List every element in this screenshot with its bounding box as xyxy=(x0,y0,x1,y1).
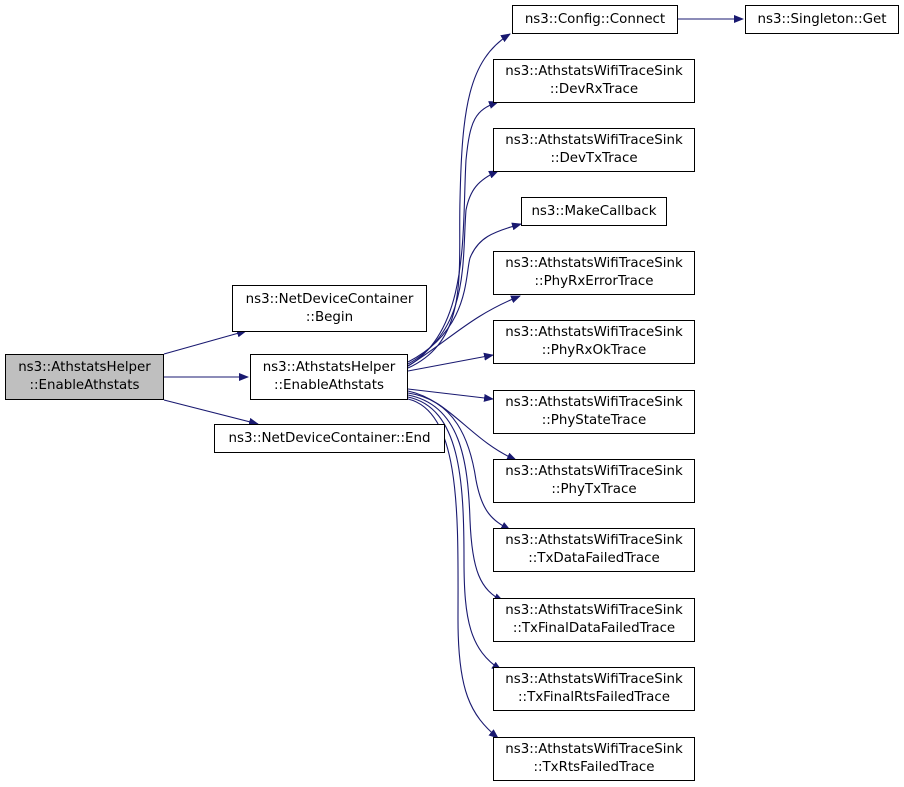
node-label-line2: ::DevRxTrace xyxy=(549,82,639,97)
edge-mid-to-phy-state-trace xyxy=(407,388,494,402)
edge-mid-to-phy-rx-ok-trace xyxy=(407,352,494,372)
node-label-line1: ns3::AthstatsHelper xyxy=(18,360,151,375)
node-config-connect[interactable]: ns3::Config::Connect xyxy=(512,5,678,34)
node-label-line2: ::DevTxTrace xyxy=(550,151,638,166)
node-tx-final-rts-failed-trace[interactable]: ns3::AthstatsWifiTraceSink ::TxFinalRtsF… xyxy=(493,667,695,711)
edge-mid-to-phy-tx-trace xyxy=(407,390,517,461)
node-label-line1: ns3::AthstatsWifiTraceSink xyxy=(505,325,683,340)
node-label-line1: ns3::AthstatsWifiTraceSink xyxy=(505,464,683,479)
node-dev-rx-trace[interactable]: ns3::AthstatsWifiTraceSink ::DevRxTrace xyxy=(493,59,695,103)
node-netdevice-container-begin[interactable]: ns3::NetDeviceContainer ::Begin xyxy=(232,285,427,332)
edge-mid-to-phy-rx-error-trace xyxy=(407,295,521,367)
node-phy-state-trace[interactable]: ns3::AthstatsWifiTraceSink ::PhyStateTra… xyxy=(493,390,695,434)
node-make-callback[interactable]: ns3::MakeCallback xyxy=(521,197,667,226)
edge-mid-to-dev-tx-trace xyxy=(407,170,499,365)
node-label-line1: ns3::AthstatsWifiTraceSink xyxy=(505,64,683,79)
node-label-line1: ns3::AthstatsWifiTraceSink xyxy=(505,742,683,757)
node-label-line1: ns3::AthstatsWifiTraceSink xyxy=(505,256,683,271)
edge-mid-to-config-connect xyxy=(407,33,511,369)
edge-mid-to-tx-data-failed-trace xyxy=(407,392,511,531)
edge-root-to-begin xyxy=(163,329,247,355)
edge-mid-to-tx-final-data-failed-trace xyxy=(407,394,504,602)
node-label-line2: ::TxRtsFailedTrace xyxy=(533,760,655,775)
node-athstats-helper-enable-athstats-root[interactable]: ns3::AthstatsHelper ::EnableAthstats xyxy=(5,354,164,400)
edge-root-to-end xyxy=(163,399,259,426)
node-label-line1: ns3::AthstatsHelper xyxy=(262,360,396,375)
node-tx-final-data-failed-trace[interactable]: ns3::AthstatsWifiTraceSink ::TxFinalData… xyxy=(493,598,695,642)
node-singleton-get[interactable]: ns3::Singleton::Get xyxy=(745,5,899,34)
node-dev-tx-trace[interactable]: ns3::AthstatsWifiTraceSink ::DevTxTrace xyxy=(493,128,695,172)
node-label-line2: ::TxFinalDataFailedTrace xyxy=(512,621,676,636)
node-label-line1: ns3::AthstatsWifiTraceSink xyxy=(505,133,683,148)
node-label-line2: ::Begin xyxy=(305,309,354,325)
node-label-line1: ns3::NetDeviceContainer xyxy=(245,291,414,307)
edge-mid-to-make-callback xyxy=(407,222,522,363)
node-athstats-helper-enable-athstats[interactable]: ns3::AthstatsHelper ::EnableAthstats xyxy=(250,354,408,400)
node-phy-tx-trace[interactable]: ns3::AthstatsWifiTraceSink ::PhyTxTrace xyxy=(493,459,695,503)
node-label-line1: ns3::MakeCallback xyxy=(531,203,657,219)
node-label-line1: ns3::NetDeviceContainer::End xyxy=(228,430,431,446)
node-label-line2: ::EnableAthstats xyxy=(274,378,384,393)
node-tx-data-failed-trace[interactable]: ns3::AthstatsWifiTraceSink ::TxDataFaile… xyxy=(493,528,695,572)
node-label-line1: ns3::AthstatsWifiTraceSink xyxy=(505,533,683,548)
node-label-line2: ::PhyStateTrace xyxy=(541,413,647,428)
node-tx-rts-failed-trace[interactable]: ns3::AthstatsWifiTraceSink ::TxRtsFailed… xyxy=(493,737,695,781)
node-label-line2: ::PhyRxOkTrace xyxy=(541,343,647,358)
node-label-line1: ns3::Singleton::Get xyxy=(757,11,887,27)
node-netdevice-container-end[interactable]: ns3::NetDeviceContainer::End xyxy=(214,424,445,453)
node-label-line1: ns3::Config::Connect xyxy=(524,11,666,27)
node-label-line2: ::EnableAthstats xyxy=(29,378,140,393)
node-phy-rx-ok-trace[interactable]: ns3::AthstatsWifiTraceSink ::PhyRxOkTrac… xyxy=(493,320,695,364)
node-label-line1: ns3::AthstatsWifiTraceSink xyxy=(505,395,683,410)
node-label-line2: ::TxFinalRtsFailedTrace xyxy=(518,690,670,705)
node-label-line1: ns3::AthstatsWifiTraceSink xyxy=(505,672,683,687)
edge-mid-to-tx-final-rts-failed-trace xyxy=(407,396,502,671)
node-label-line2: ::PhyRxErrorTrace xyxy=(534,274,654,289)
node-label-line2: ::TxDataFailedTrace xyxy=(528,551,660,566)
edge-mid-to-dev-rx-trace xyxy=(407,101,499,367)
node-phy-rx-error-trace[interactable]: ns3::AthstatsWifiTraceSink ::PhyRxErrorT… xyxy=(493,251,695,295)
node-label-line2: ::PhyTxTrace xyxy=(551,482,637,497)
node-label-line1: ns3::AthstatsWifiTraceSink xyxy=(505,603,683,618)
